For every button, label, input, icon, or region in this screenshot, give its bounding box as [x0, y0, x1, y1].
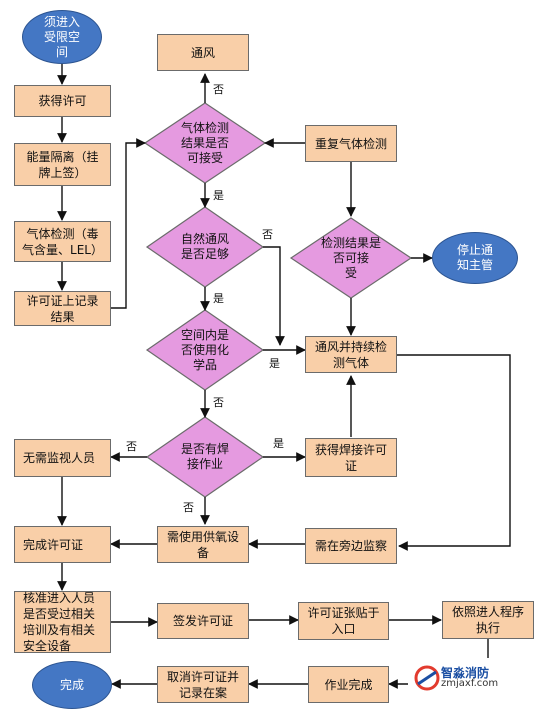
complete-permit-box: 完成许可证	[14, 526, 111, 563]
ventilate-box: 通风	[157, 34, 249, 71]
watermark-name: 智淼消防	[441, 666, 490, 680]
test-result-text: 检测结果是 否可接 受	[320, 235, 381, 280]
verify-entrants-box: 核准进入人员 是否受过相关 培训及有相关 安全设备	[14, 591, 111, 653]
yes-label: 是	[269, 357, 280, 370]
gas-detection-box: 气体检测（毒 气含量、LEL）	[14, 221, 111, 262]
energy-isolation-box: 能量隔离（挂 牌上签）	[14, 143, 111, 186]
oxygen-equipment-box: 需使用供氧设 备	[157, 526, 249, 563]
no-label: 否	[213, 396, 224, 409]
welding-permit-box: 获得焊接许可 证	[305, 438, 397, 477]
stop-notify-node: 停止通 知主管	[432, 232, 518, 284]
repeat-gas-test-box: 重复气体检测	[305, 125, 397, 162]
work-complete-box: 作业完成	[308, 666, 389, 703]
arrows	[57, 64, 511, 689]
no-label: 否	[262, 228, 273, 241]
follow-procedure-box: 依照进人程序 执行	[442, 601, 534, 639]
yes-label: 是	[213, 189, 224, 202]
record-on-permit-box: 许可证上记录 结果	[14, 291, 111, 326]
natural-vent-text: 自然通风 是否足够	[180, 232, 229, 261]
finish-node: 完成	[32, 661, 112, 709]
no-monitor-box: 无需监视人员	[14, 439, 111, 477]
start-node: 须进入 受限空 间	[22, 10, 102, 64]
gas-acceptable-text: 气体检测 结果是否 可接受	[180, 120, 229, 165]
cancel-permit-box: 取消许可证并 记录在案	[157, 666, 249, 703]
continuous-vent-box: 通风并持续检 测气体	[305, 336, 397, 373]
welding-text: 是否有焊 接作业	[180, 442, 229, 471]
decision-shapes	[143, 102, 413, 498]
no-label: 否	[213, 83, 224, 96]
obtain-permit-box: 获得许可	[14, 85, 111, 117]
watermark-url: zmjaxf.com	[441, 678, 499, 689]
post-permit-box: 许可证张贴于 入口	[298, 602, 389, 640]
standby-monitor-box: 需在旁边监察	[305, 528, 397, 564]
watermark-logo-icon	[414, 665, 440, 691]
chemicals-text: 空间内是 否使用化 学品	[180, 327, 229, 372]
yes-label: 是	[213, 292, 224, 305]
issue-permit-box: 签发许可证	[157, 603, 249, 639]
no-label: 否	[126, 440, 137, 453]
yes-label: 是	[273, 437, 284, 450]
no-label: 否	[183, 501, 194, 514]
